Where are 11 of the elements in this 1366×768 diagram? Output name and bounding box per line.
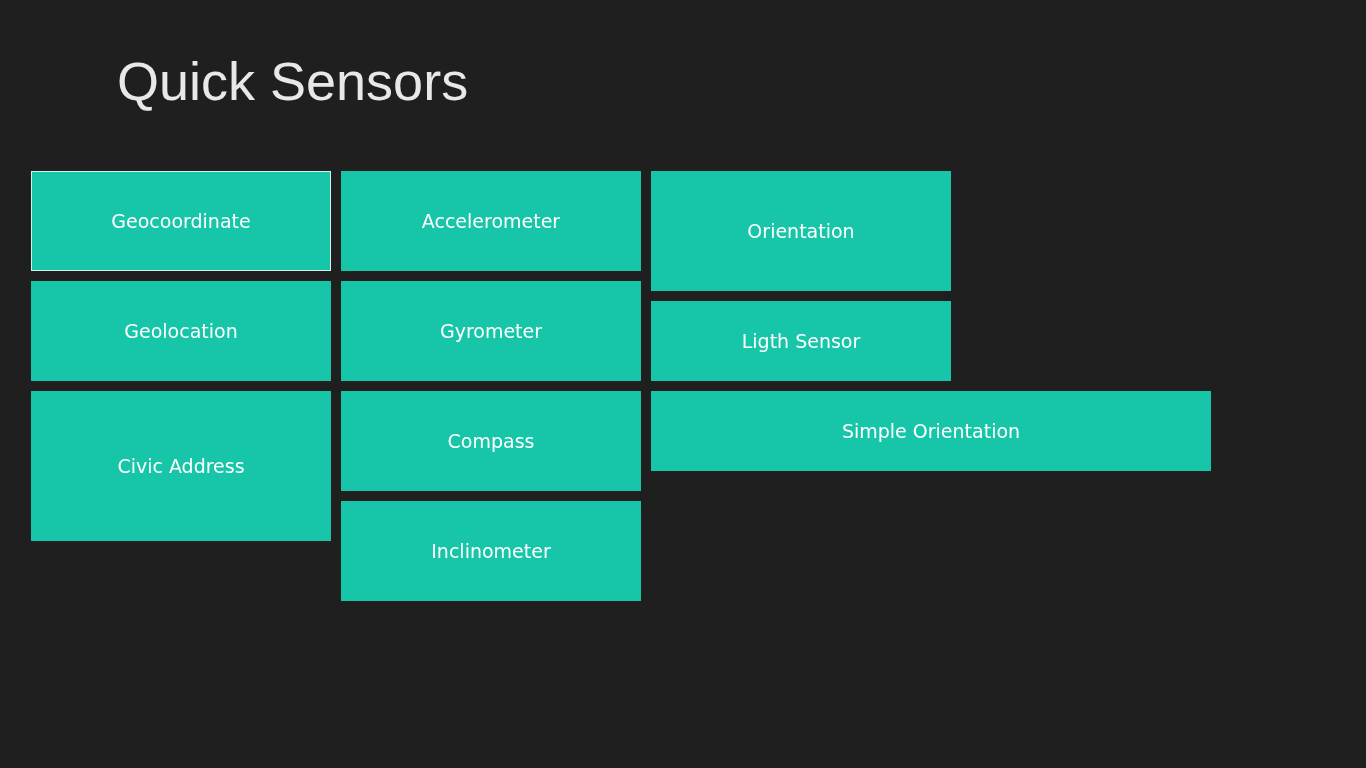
sensor-tile-button: Compass [341,391,641,491]
sensor-tile-button: Geocoordinate [31,171,331,271]
sensor-tile-button: Inclinometer [341,501,641,601]
page-title: Quick Sensors [117,50,469,113]
sensor-tile-button: Ligth Sensor [651,301,951,381]
sensor-tile-button: Geolocation [31,281,331,381]
sensor-tile-button: Civic Address [31,391,331,541]
sensor-tile-button: Simple Orientation [651,391,1211,471]
sensor-tile-button: Gyrometer [341,281,641,381]
sensor-tile-button: Accelerometer [341,171,641,271]
sensor-tile-button: Orientation [651,171,951,291]
